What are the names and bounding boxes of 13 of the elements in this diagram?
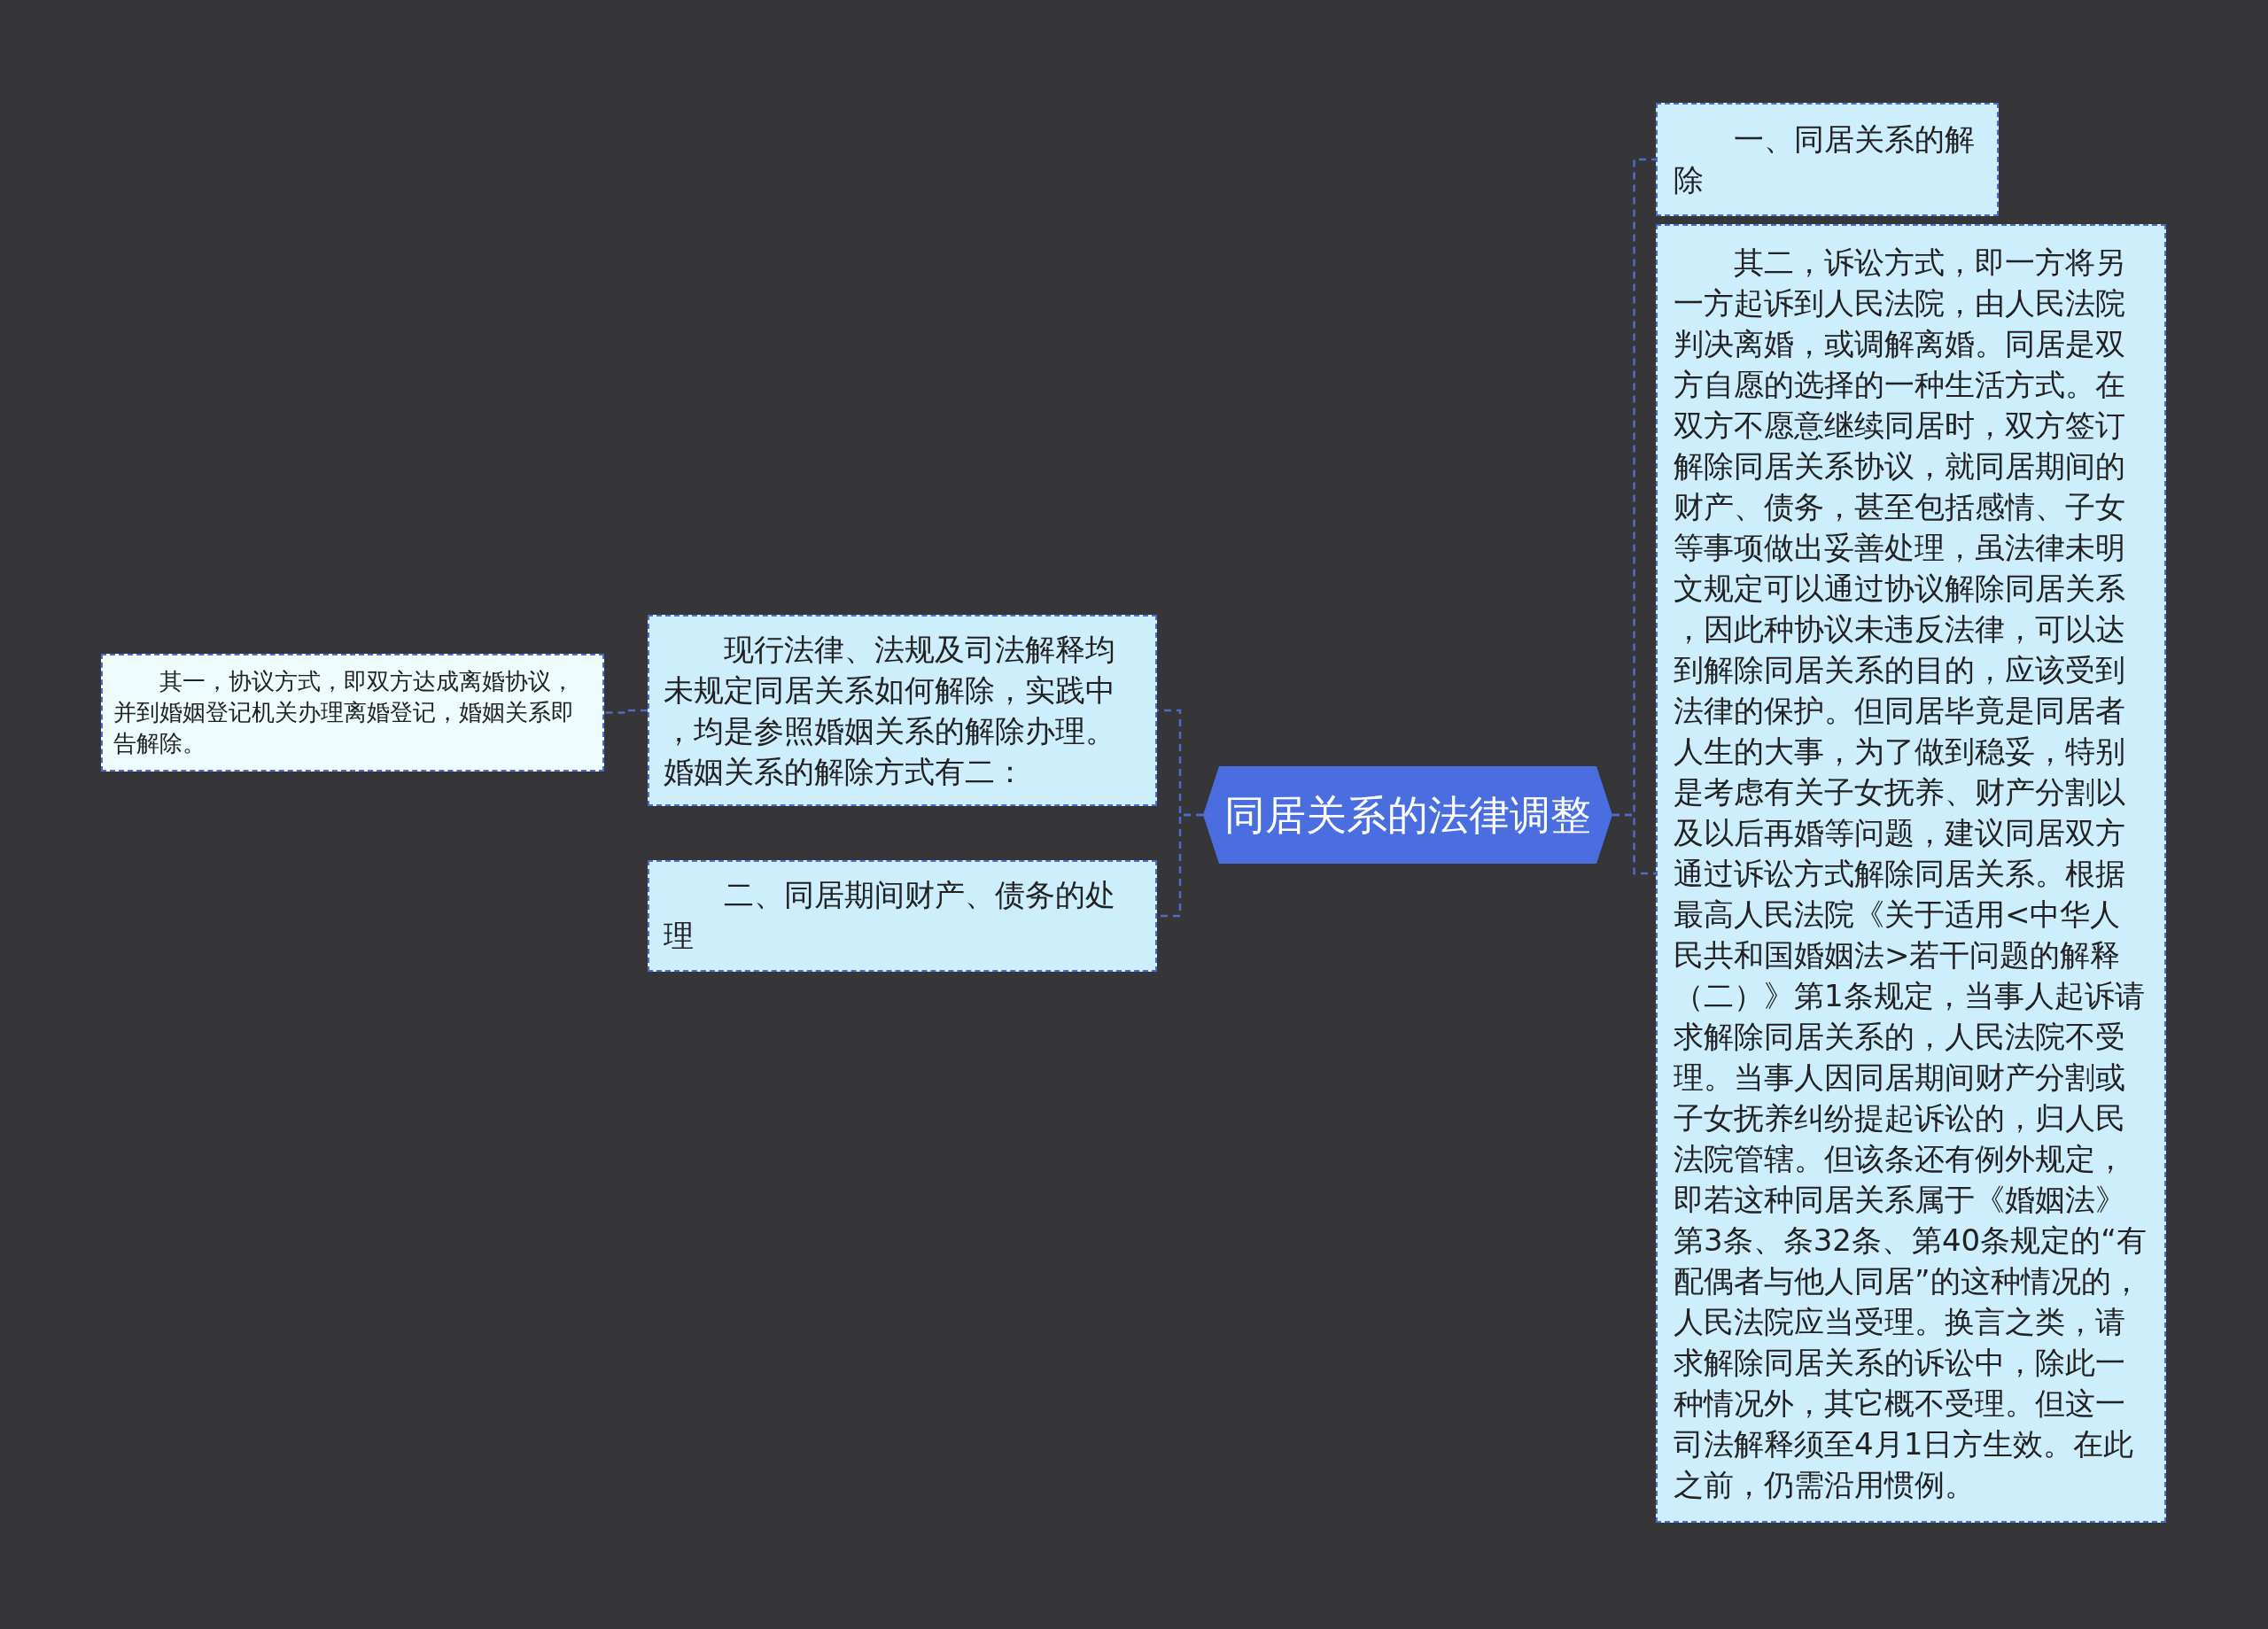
topic-text: 其二，诉讼方式，即一方将另一方起诉到人民法院，由人民法院判决离婚，或调解离婚。同居是双方自愿的选择的一种生活方式。在双方不愿意继续同居时，双方签订解除同居关系协议，就同居期间的财产、债务，甚至包括感情、子女等事项做出妥善处理，虽法律未明文规定可以通过协议解除同居关系，因此种协议未违反法律，可以达到解除同居关系的目的，应该受到法律的保护。但同居毕竟是同居者人生的大事，为了做到稳妥，特别是考虑有关子女抚养、财产分割以及以后再婚等问题，建议同居双方通过诉讼方式解除同居关系。根据最高人民法院《关于适用<中华人民共和国婚姻法>若干问题的解释（二）》第1条规定，当事人起诉请求解除同居关系的，人民法院不受理。当事人因同居期间财产分割或子女抚养纠纷提起诉讼的，归人民法院管辖。但该条还有例外规定，即若这种同居关系属于《婚姻法》第3条、条32条、第40条规定的“有配偶者与他人同居”的这种情况的，人民法院应当受理。换言之类，请求解除同居关系的诉讼中，除此一种情况外，其它概不受理。但这一司法解释须至4月1日方生效。在此之前，仍需沿用惯例。	[1674, 244, 2148, 1504]
topic-title: 同居关系的法律调整	[1224, 790, 1591, 840]
central-topic-hexagon	[1203, 766, 1612, 864]
topic-text: 其一，协议方式，即双方达成离婚协议，并到婚姻登记机关办理离婚登记，婚姻关系即告解除。	[113, 667, 575, 758]
connector	[1612, 813, 1656, 875]
connector	[604, 709, 648, 714]
topic-box	[1656, 103, 1999, 216]
subtopic-box	[101, 654, 604, 772]
topic-box	[648, 860, 1157, 972]
topic-text: 二、同居期间财产、债务的处理	[664, 876, 1116, 955]
topic-text: 一、同居关系的解除	[1674, 120, 1976, 199]
topic-box	[648, 615, 1157, 806]
topic-text: 现行法律、法规及司法解释均未规定同居关系如何解除，实践中，均是参照婚姻关系的解除办理。婚姻关系的解除方式有二：	[664, 631, 1116, 791]
